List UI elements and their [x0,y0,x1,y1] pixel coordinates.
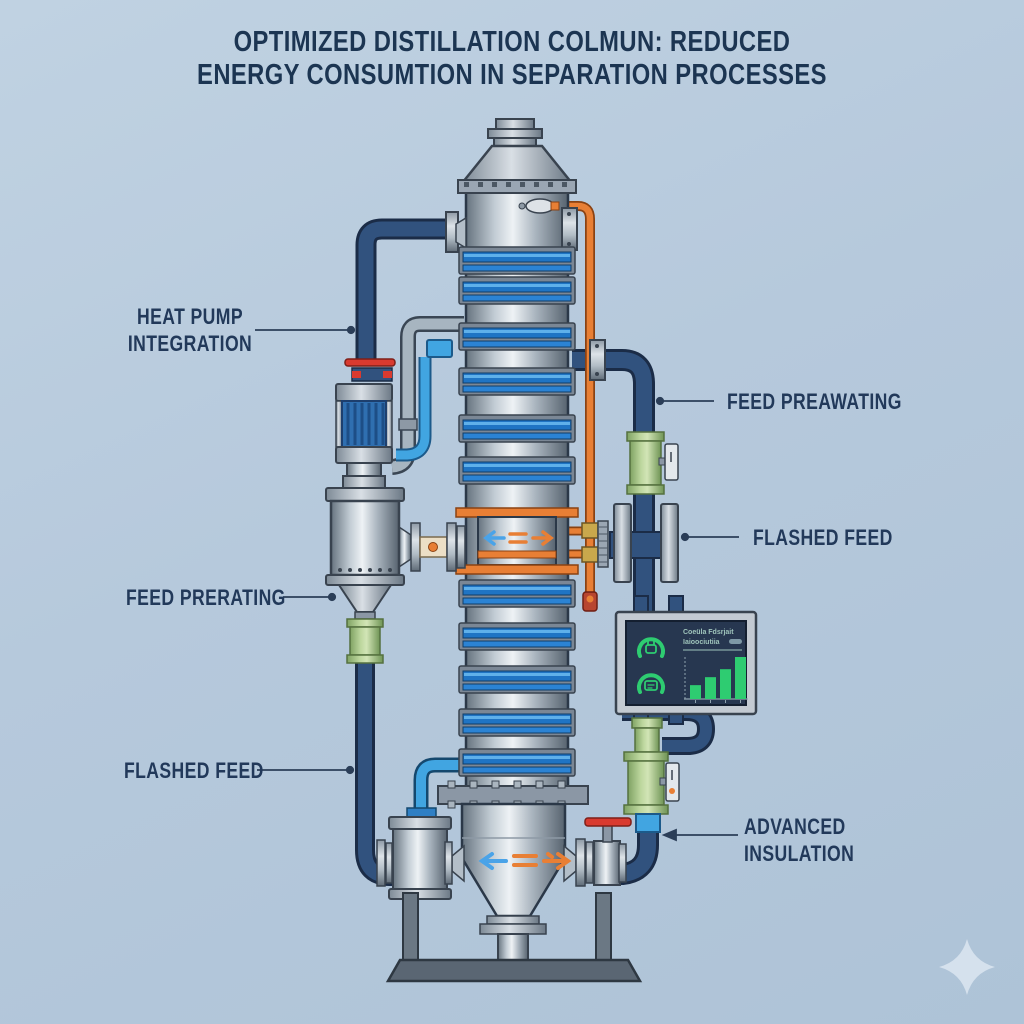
title-line1: OPTIMIZED DISTILLATION COLMUN: REDUCED [233,26,791,58]
bottoms-outlet-valve [575,817,632,887]
label-flashed-feed-right: FLASHED FEED [753,525,893,550]
red-valve-handle-icon [344,358,396,367]
heat-pump-train [325,358,405,664]
bottoms-pump-vessel [376,816,453,900]
flanged-cross-assembly [597,503,679,583]
page-title: OPTIMIZED DISTILLATION COLMUN: REDUCED E… [92,26,932,92]
column-tray-bands [458,246,576,777]
panel-bar-chart [684,657,748,703]
panel-bar [720,669,731,699]
panel-bar [690,685,701,699]
reboiler-sump-vessel [451,802,577,965]
panel-bar [705,677,716,699]
flow-arrows-bottom [478,852,572,870]
advanced-insulation-stack [623,717,680,833]
sensor-pointer-icon [518,198,560,214]
red-valve-handle-icon [584,817,632,827]
utility-piping [391,316,464,820]
sparkle-icon [939,939,995,995]
title-line2: ENERGY CONSUMTION IN SEPARATION PROCESSE… [197,59,827,91]
label-feed-prerating: FEED PRERATING [126,585,286,610]
leader-lines [255,325,739,842]
flash-feed-spool [398,522,466,572]
gauge-dial-bottom-icon [637,673,665,694]
label-feed-preawating: FEED PREAWATING [727,389,902,414]
panel-pill-indicator [729,639,742,644]
insulated-blue-segment [635,813,661,833]
flow-arrows-flash [483,530,554,546]
green-insulated-spool [346,618,384,664]
panel-display-line1: Coeüla Fdsrjait [683,629,734,636]
label-heat-pump-integration: HEAT PUMP INTEGRATION [127,304,253,356]
gauge-dial-top-icon [637,637,665,658]
panel-bar [735,657,746,699]
feed-preheater-green [626,431,679,495]
label-flashed-feed-left: FLASHED FEED [124,758,264,783]
support-base [385,892,643,983]
label-advanced-insulation: ADVANCED INSULATION [744,814,855,866]
flash-zone-section [455,507,579,575]
control-panel: Coeüla Fdsrjait Iaioociutiia [614,595,758,725]
navy-piping [355,218,716,886]
gauge-icon [665,762,680,802]
panel-display-line2: Iaioociutiia [683,639,720,646]
